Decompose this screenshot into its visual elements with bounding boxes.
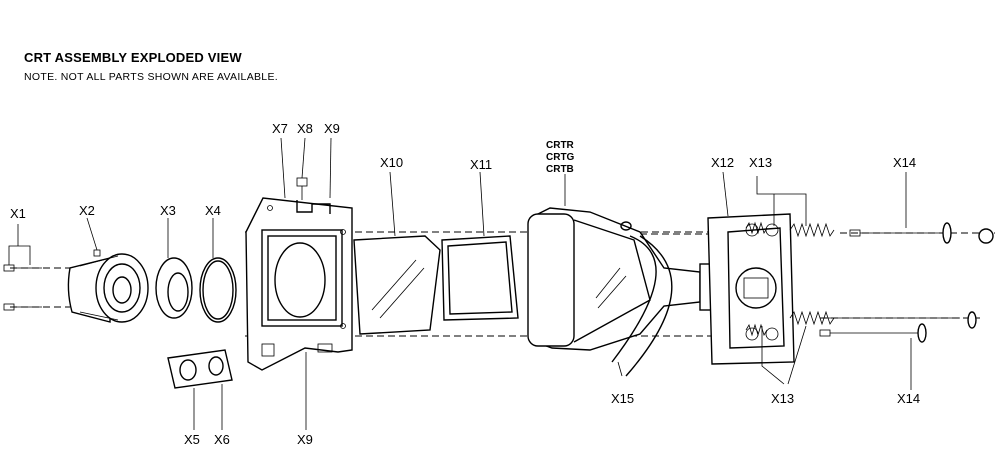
label-x1: X1 [10, 206, 26, 221]
label-x15: X15 [611, 391, 634, 406]
label-crtb: CRTB [546, 164, 574, 175]
label-crtr: CRTR [546, 140, 575, 151]
label-x8: X8 [297, 121, 313, 136]
label-x11: X11 [470, 157, 492, 172]
part-x2-lens-housing [67, 249, 149, 323]
part-x11-gasket [441, 235, 519, 321]
label-crtg: CRTG [546, 152, 575, 163]
label-x9-bottom: X9 [297, 432, 313, 447]
part-x14-screws [819, 222, 994, 343]
label-x14-top: X14 [893, 155, 916, 170]
label-x4: X4 [205, 203, 221, 218]
label-x10: X10 [380, 155, 403, 170]
part-x1-screws [3, 245, 42, 311]
part-crt-tube [527, 207, 721, 351]
diagram-title: CRT ASSEMBLY EXPLODED VIEW [24, 50, 242, 65]
label-x14-bottom: X14 [897, 391, 920, 406]
label-x13-bottom: X13 [771, 391, 794, 406]
part-labels: X1 X2 X3 X4 X7 X8 X9 X10 X11 CRTR CRTG C… [10, 121, 920, 447]
label-x2: X2 [79, 203, 95, 218]
part-x9-bracket [245, 197, 353, 371]
part-x3-ring [155, 257, 193, 319]
part-x13-springs [745, 221, 835, 337]
part-x12-socket [707, 213, 795, 365]
label-x7: X7 [272, 121, 288, 136]
leader-lines [17, 137, 912, 430]
label-x3: X3 [160, 203, 176, 218]
part-x4-o-ring [199, 257, 237, 323]
part-x10-glass [353, 235, 441, 335]
part-x15-wire [611, 235, 673, 377]
label-x5: X5 [184, 432, 200, 447]
label-x13-top: X13 [749, 155, 772, 170]
part-x7-x8-screw [296, 177, 308, 200]
label-x9-top: X9 [324, 121, 340, 136]
label-x6: X6 [214, 432, 230, 447]
label-x12: X12 [711, 155, 734, 170]
diagram-note: NOTE. NOT ALL PARTS SHOWN ARE AVAILABLE. [24, 71, 278, 83]
part-x5-x6-clip [167, 349, 233, 389]
